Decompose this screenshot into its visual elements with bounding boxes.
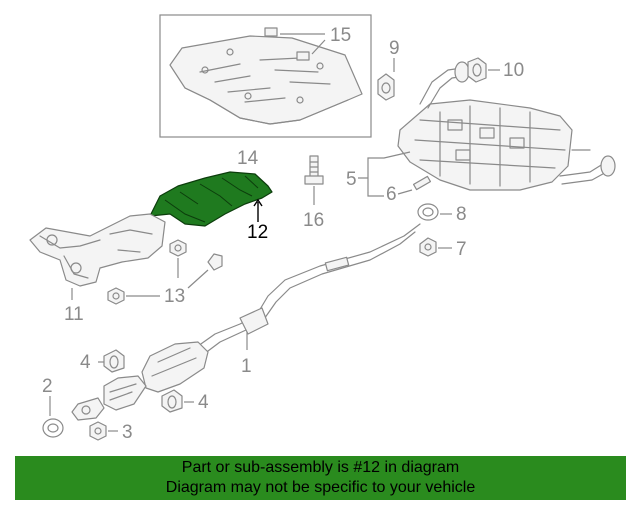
part-6-bolt[interactable] xyxy=(397,175,432,195)
banner-line-2: Diagram may not be specific to your vehi… xyxy=(165,479,476,496)
callout-14: 14 xyxy=(237,148,259,169)
part-14-underbody-shield[interactable] xyxy=(159,14,372,138)
part-5-muffler[interactable] xyxy=(358,61,616,197)
callout-11: 11 xyxy=(64,304,84,325)
part-2-gasket[interactable] xyxy=(42,396,64,438)
part-1-front-pipe[interactable] xyxy=(71,223,421,421)
callout-1: 1 xyxy=(241,356,252,377)
part-3-nut[interactable] xyxy=(89,421,118,441)
part-13-nut[interactable] xyxy=(107,239,223,305)
callout-5: 5 xyxy=(346,169,357,190)
callout-3: 3 xyxy=(122,422,133,443)
callout-2: 2 xyxy=(42,376,53,397)
part-16-stud[interactable] xyxy=(304,155,324,205)
info-banner: Part or sub-assembly is #12 in diagram D… xyxy=(15,456,626,500)
callout-4b: 4 xyxy=(198,392,209,413)
callout-12: 12 xyxy=(247,222,268,243)
callout-16: 16 xyxy=(303,210,324,231)
callout-8: 8 xyxy=(456,204,467,225)
part-8-gasket[interactable] xyxy=(417,203,452,221)
part-11-exhaust-manifold[interactable] xyxy=(29,213,166,300)
callout-7: 7 xyxy=(456,239,467,260)
part-10-rubber-hanger[interactable] xyxy=(467,57,500,83)
callout-6: 6 xyxy=(386,184,397,205)
callout-9: 9 xyxy=(389,38,400,59)
part-9-rubber-hanger[interactable] xyxy=(377,58,395,101)
part-15-clip[interactable] xyxy=(264,27,326,61)
callout-10: 10 xyxy=(503,60,524,81)
callout-4a: 4 xyxy=(80,352,91,373)
callout-15: 15 xyxy=(330,25,351,46)
part-4-hanger[interactable] xyxy=(98,349,194,413)
part-12-heat-shield[interactable] xyxy=(149,171,273,227)
banner-line-1: Part or sub-assembly is #12 in diagram xyxy=(181,459,460,476)
exhaust-system-diagram: 15 14 9 10 5 6 16 12 8 7 13 11 1 4 2 4 3 xyxy=(29,14,616,443)
callout-13: 13 xyxy=(164,286,185,307)
part-7-nut[interactable] xyxy=(419,237,452,257)
